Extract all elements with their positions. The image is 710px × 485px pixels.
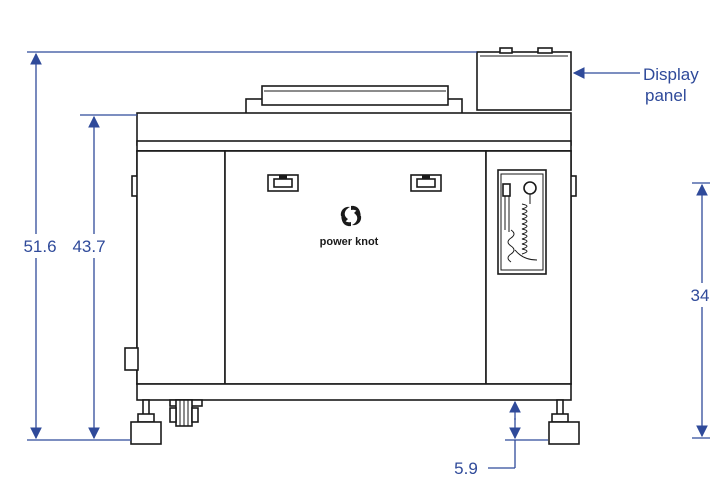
top-plate [136, 112, 572, 146]
dim-door-height: 34 [691, 286, 710, 305]
brand-logo [340, 205, 362, 227]
callout-panel: panel [645, 86, 687, 105]
foot-left [130, 399, 162, 445]
display-panel-box [476, 51, 572, 111]
dim-body-height: 43.7 [72, 237, 105, 256]
dim-overall-height: 51.6 [23, 237, 56, 256]
door-handle-right [410, 174, 442, 192]
foot-right [548, 399, 580, 445]
dim-clearance: 5.9 [454, 459, 478, 478]
brand-logo-text: power knot [320, 236, 379, 248]
machine-body: power knot [124, 47, 580, 445]
front-door [224, 150, 487, 385]
door-handle-left [267, 174, 299, 192]
side-box [124, 347, 139, 371]
hose-compartment [497, 169, 547, 275]
caster-wheel [169, 399, 203, 427]
callout-display: Display [643, 65, 699, 84]
base-frame [136, 383, 572, 401]
